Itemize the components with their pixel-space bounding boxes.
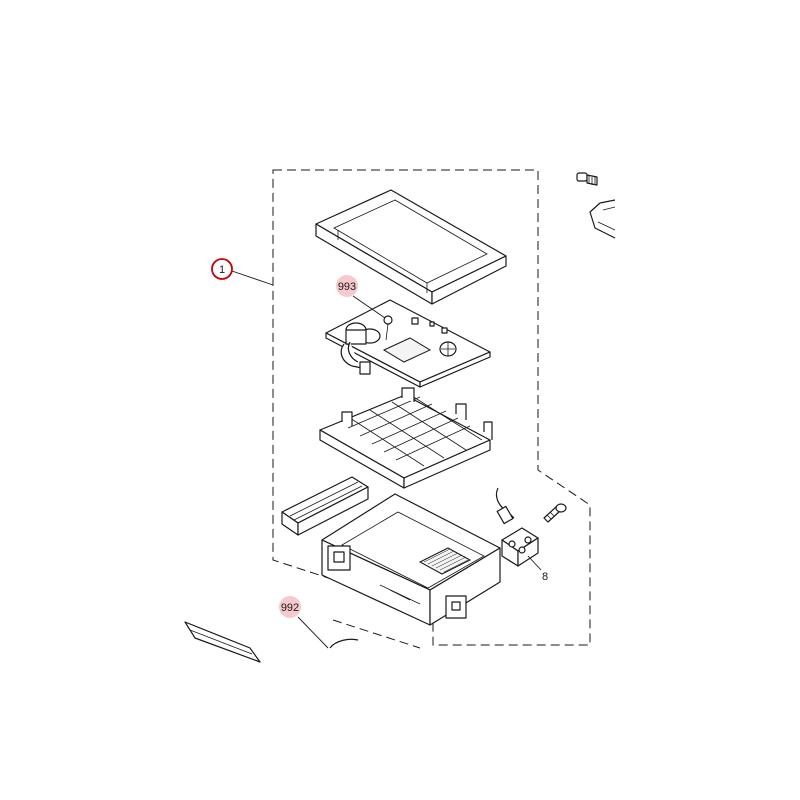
callout-connector-label: 8 — [542, 571, 548, 583]
callout-lower-part-label: 992 — [281, 602, 299, 614]
corner-screw — [576, 172, 598, 186]
grid-frame — [319, 387, 493, 489]
lower-left-part — [184, 621, 359, 663]
lower-boundary-edge — [332, 619, 421, 649]
callout-assembly-label: 1 — [219, 264, 225, 276]
vent-hatch — [423, 548, 469, 573]
callout-assembly: 1 — [211, 258, 274, 286]
callout-lower-part: 992 — [279, 596, 329, 649]
partial-panel-top-right — [589, 199, 616, 239]
base-housing — [321, 493, 501, 626]
circuit-board — [325, 299, 491, 388]
callout-pcb-label: 993 — [338, 281, 356, 293]
callout-pcb: 993 — [336, 275, 386, 319]
mounting-screw — [543, 503, 567, 523]
connector-assembly — [495, 487, 539, 567]
callout-circle — [211, 258, 233, 280]
cover-tray — [315, 189, 507, 305]
rail-bracket — [281, 476, 369, 536]
callout-connector: 8 — [527, 555, 548, 583]
